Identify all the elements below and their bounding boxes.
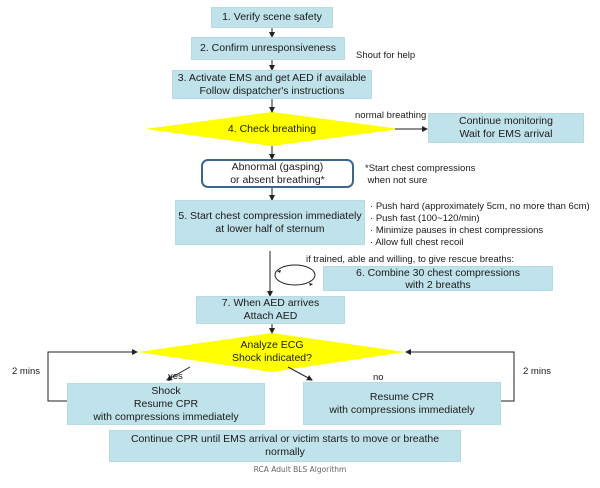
step-6-combine-breaths: 6. Combine 30 chest compressions with 2 …	[323, 266, 553, 291]
step-4-label: 4. Check breathing	[172, 123, 372, 136]
monitor-line-1: Continue monitoring	[459, 115, 553, 127]
decision-check-breathing	[145, 112, 400, 146]
analyze-line-2: Shock indicated?	[232, 352, 312, 364]
no-shock-line-1: Resume CPR	[369, 390, 435, 403]
continue-monitoring-box: Continue monitoring Wait for EMS arrival	[428, 113, 584, 143]
step-2-confirm: 2. Confirm unresponsiveness	[191, 37, 345, 60]
shock-line-3: with compressions immediately	[93, 410, 239, 423]
decision-shock-indicated	[138, 333, 405, 372]
abnormal-note-line-2: when not sure	[365, 175, 428, 186]
step-3-activate-ems: 3. Activate EMS and get AED if available…	[172, 70, 372, 99]
abnormal-note: *Start chest compressions when not sure	[365, 163, 475, 187]
no-shock-resume-cpr-box: Resume CPR with compressions immediately	[303, 382, 501, 425]
step-3-line-1: 3. Activate EMS and get AED if available	[177, 71, 367, 84]
step-1-text: 1. Verify scene safety	[222, 11, 322, 23]
loop-right-2mins	[405, 349, 515, 402]
step-6-line-1: 6. Combine 30 chest compressions	[356, 266, 520, 279]
final-line-1: Continue CPR until EMS arrival or victim…	[130, 433, 440, 445]
step-3-line-2: Follow dispatcher's instructions	[199, 84, 345, 97]
step-7-line-2: Attach AED	[243, 310, 298, 322]
step-4-text: 4. Check breathing	[227, 123, 317, 135]
loop-arrowhead-1	[277, 270, 281, 273]
step-7-line-1: 7. When AED arrives	[221, 297, 320, 309]
shock-line-1: Shock	[151, 384, 181, 397]
compression-guidelines: Push hard (approximately 5cm, no more th…	[370, 201, 590, 249]
analyze-ecg-label: Analyze ECG Shock indicated?	[172, 339, 372, 365]
step-1-verify-scene: 1. Verify scene safety	[211, 7, 333, 28]
shout-for-help-note: Shout for help	[356, 50, 416, 61]
step-5-chest-compression: 5. Start chest compression immediately a…	[175, 200, 365, 245]
loop-left-2mins	[47, 349, 138, 402]
loop-right-label: 2 mins	[523, 366, 551, 377]
guideline-item: Push fast (100~120/min)	[370, 213, 590, 225]
step-5-line-1: 5. Start chest compression immediately	[178, 210, 362, 222]
figure-caption: RCA Adult BLS Algorithm	[253, 465, 347, 474]
shock-resume-cpr-box: Shock Resume CPR with compressions immed…	[67, 383, 265, 425]
yes-label: yes	[168, 371, 183, 382]
arrow-yes	[166, 366, 191, 381]
analyze-line-1: Analyze ECG	[240, 339, 304, 351]
normal-breathing-label: normal breathing	[355, 110, 427, 121]
guideline-item: Allow full chest recoil	[370, 237, 590, 249]
shock-line-2: Resume CPR	[133, 397, 199, 410]
guideline-item: Push hard (approximately 5cm, no more th…	[370, 201, 590, 213]
loop-arrowhead-2	[309, 283, 313, 286]
continue-cpr-final-box: Continue CPR until EMS arrival or victim…	[109, 430, 461, 462]
no-shock-line-2: with compressions immediately	[329, 403, 475, 416]
guideline-item: Minimize pauses in chest compressions	[370, 225, 590, 237]
monitor-line-2: Wait for EMS arrival	[459, 128, 553, 140]
cycle-loop-icon	[274, 264, 316, 286]
step-2-text: 2. Confirm unresponsiveness	[200, 42, 336, 54]
step-6-line-2: with 2 breaths	[405, 278, 471, 291]
rescue-breaths-condition: if trained, able and willing, to give re…	[306, 254, 515, 265]
no-label: no	[373, 372, 384, 383]
step-7-attach-aed: 7. When AED arrives Attach AED	[196, 296, 345, 324]
step-5-line-2: at lower half of sternum	[215, 223, 325, 235]
abnormal-line-2: or absent breathing*	[230, 173, 325, 186]
abnormal-breathing-box: Abnormal (gasping) or absent breathing*	[201, 159, 354, 188]
abnormal-line-1: Abnormal (gasping)	[231, 160, 324, 173]
abnormal-note-line-1: *Start chest compressions	[365, 163, 476, 174]
arrow-no	[287, 366, 313, 381]
final-line-2: normally	[265, 446, 305, 458]
loop-left-label: 2 mins	[12, 366, 40, 377]
